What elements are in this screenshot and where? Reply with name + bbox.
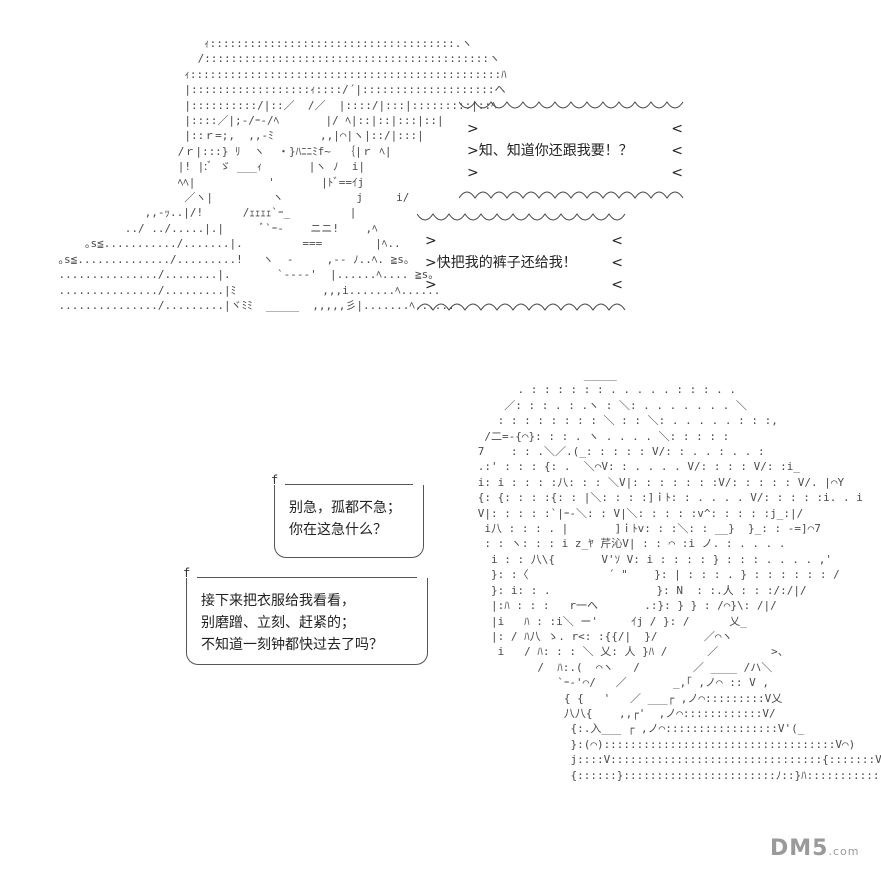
box-1-line-2: 你在这急什么？ [289, 522, 387, 538]
speech-bubble-shout-2: >< >快把我的裤子还给我！< >< [417, 212, 627, 312]
speech-box-1: f 别急，孤都不急； 你在这急什么？ [271, 473, 424, 558]
bubble-1-text: 知、知道你还跟我要！？ [478, 143, 633, 159]
speech-box-2: f 接下来把衣服给我看看， 别磨蹭、立刻、赶紧的； 不知道一刻钟都快过去了吗？ [183, 566, 428, 665]
bubble-top-edge [459, 100, 687, 116]
box-2-line-3: 不知道一刻钟都快过去了吗？ [201, 637, 383, 653]
watermark-brand: DM5 [770, 836, 829, 861]
box-2-line-1: 接下来把衣服给我看看， [201, 593, 355, 609]
box-1-line-1: 别急，孤都不急； [289, 500, 401, 516]
bubble-2-text: 快把我的裤子还给我！ [436, 255, 577, 271]
bubble-top-edge [417, 212, 627, 228]
ascii-art-upper-figure: ｨ:::::::::::::::::::::::::::::::::::::.ヽ… [58, 37, 507, 312]
ascii-art-lower-figure: _____ . : : : : : : . . . . . : : : . . … [477, 368, 881, 782]
speech-bubble-shout-1: >< >知、知道你还跟我要！？< >< [459, 100, 687, 200]
bubble-bottom-edge [459, 184, 687, 200]
box-2-line-2: 别磨蹭、立刻、赶紧的； [201, 615, 355, 631]
watermark-domain: .com [828, 845, 860, 858]
bubble-bottom-edge [417, 296, 627, 312]
site-watermark: DM5.com [770, 836, 859, 861]
